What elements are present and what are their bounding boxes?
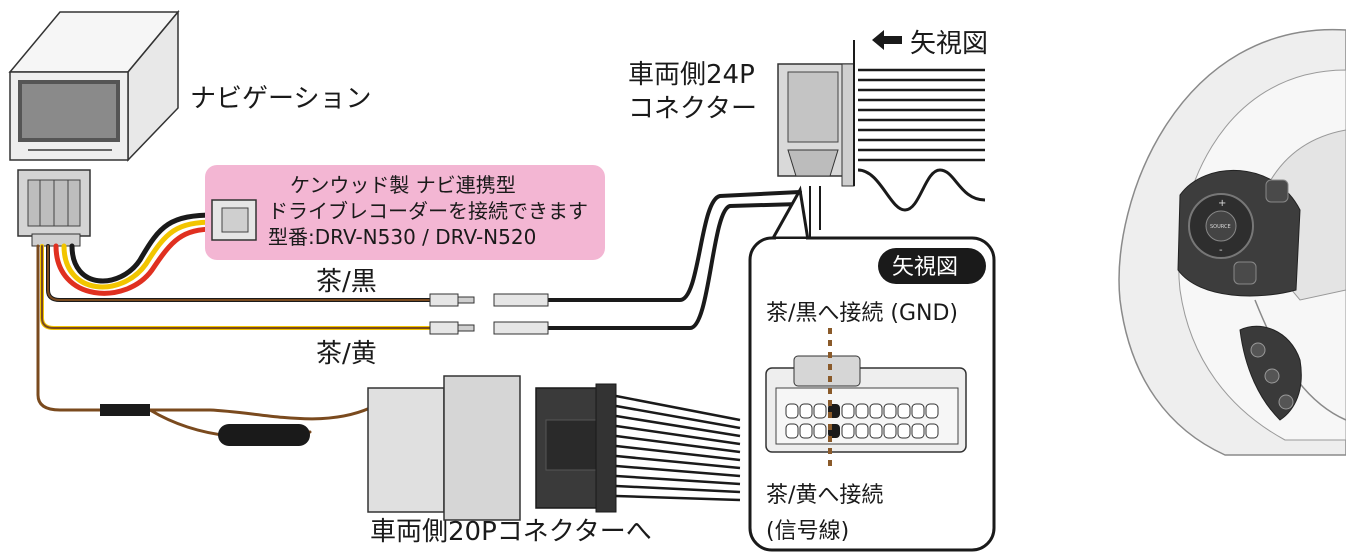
navigation-label: ナビゲーション: [190, 84, 371, 114]
navi-connector: [17, 169, 91, 247]
terminal-brown-black: [429, 293, 549, 307]
note-line-3: 型番:DRV-N530 / DRV-N520: [268, 225, 536, 249]
wires: [36, 190, 802, 439]
fuse-holder: [218, 424, 310, 446]
wire-label-brown-yellow: 茶/黄: [316, 339, 377, 369]
steering-voice-button[interactable]: [1250, 342, 1266, 358]
note-line-1: ケンウッド製 ナビ連携型: [290, 173, 516, 197]
callout-badge: [878, 248, 986, 284]
steering-wheel: SOURCE + -: [1118, 29, 1346, 456]
callout-signal-label-2: (信号線): [766, 519, 849, 544]
callout-gnd-label: 茶/黒へ接続 (GND): [766, 301, 958, 326]
wire-label-brown-black: 茶/黒: [316, 267, 377, 297]
callout-signal-label-1: 茶/黄へ接続: [766, 483, 883, 508]
steering-minus-label: -: [1219, 245, 1223, 256]
steering-talk-button[interactable]: [1278, 394, 1294, 410]
arrow-view-label: 矢視図: [910, 29, 988, 59]
callout-box: [748, 185, 996, 552]
vehicle-24p-label-2: コネクター: [628, 94, 757, 124]
view-arrow: [872, 30, 902, 50]
inline-sleeve: [100, 404, 150, 416]
vehicle-24p-label-1: 車両側24P: [628, 60, 755, 90]
navigation-unit: [8, 9, 180, 162]
callout-badge-label: 矢視図: [892, 255, 958, 280]
steering-phone-button[interactable]: [1233, 261, 1257, 285]
steering-hangup-button[interactable]: [1264, 368, 1280, 384]
vehicle-20p-connector: [367, 375, 741, 521]
terminal-brown-yellow: [429, 321, 549, 335]
note-line-2: ドライブレコーダーを接続できます: [268, 199, 588, 223]
vehicle-24p-connector: [777, 40, 986, 240]
vehicle-20p-label: 車両側20Pコネクターへ: [370, 517, 652, 547]
steering-plus-label: +: [1218, 198, 1226, 209]
steering-mode-button[interactable]: [1265, 179, 1289, 203]
note-box: [205, 165, 605, 260]
steering-source-label: SOURCE: [1210, 224, 1231, 230]
